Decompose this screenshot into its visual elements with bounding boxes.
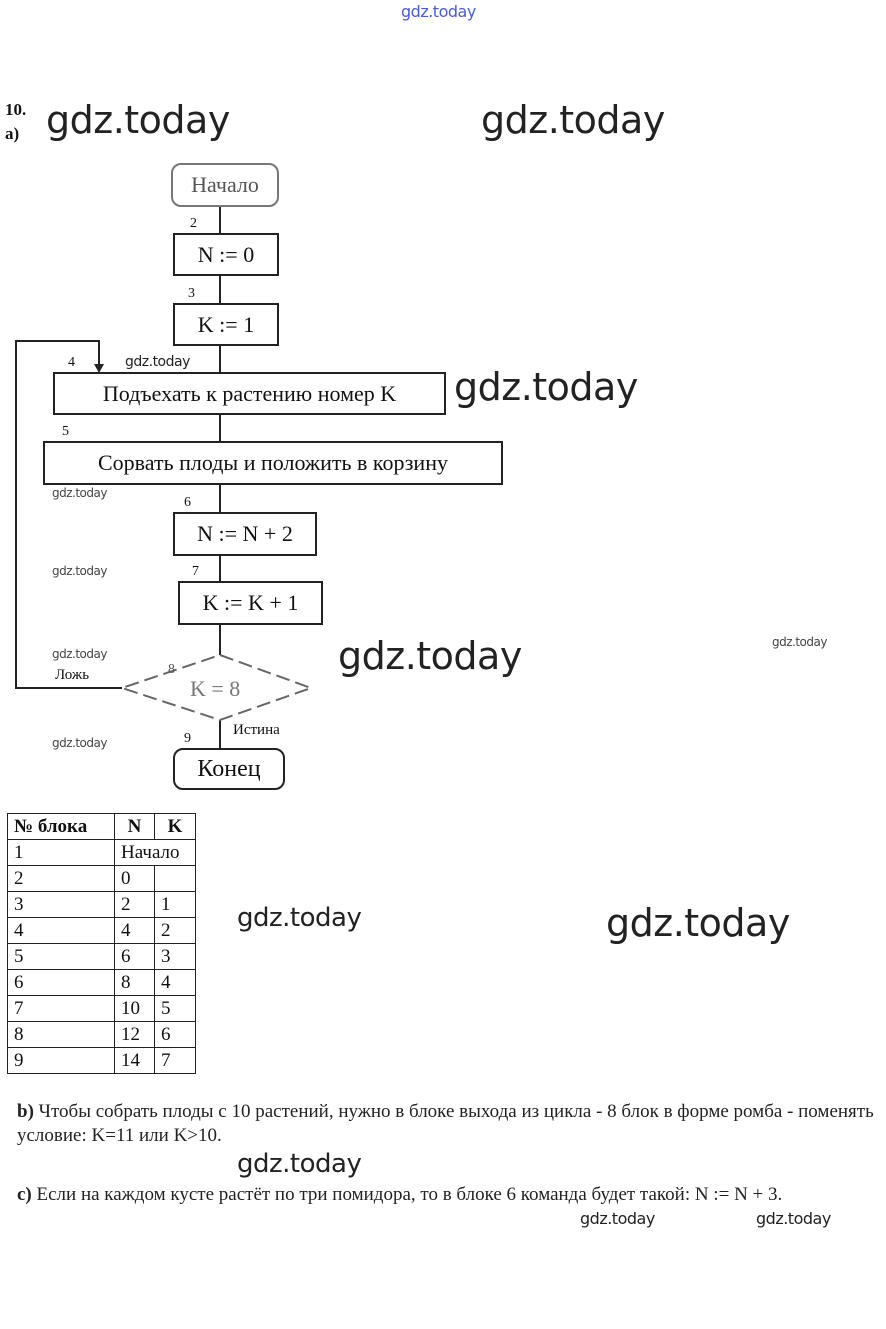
true-label: Истина (233, 722, 280, 738)
watermark: gdz.today (52, 486, 107, 500)
cell: 9 (7, 1047, 115, 1074)
table-row: 1 Начало (7, 839, 196, 866)
cell: 6 (7, 969, 115, 996)
answer-c-text: Если на каждом кусте растёт по три помид… (31, 1184, 783, 1205)
cell: 14 (114, 1047, 155, 1074)
block-number: 5 (62, 424, 69, 439)
header-k: K (154, 813, 196, 840)
cell: 8 (114, 969, 155, 996)
header-watermark: gdz.today (401, 2, 476, 21)
block-number: 4 (68, 355, 75, 370)
cell: 7 (7, 995, 115, 1022)
cell: 10 (114, 995, 155, 1022)
cell: 2 (154, 917, 196, 944)
block-number: 3 (188, 286, 195, 301)
watermark: gdz.today (52, 647, 107, 661)
watermark: gdz.today (580, 1209, 655, 1228)
block-5: Сорвать плоды и положить в корзину (43, 441, 503, 485)
block-number: 7 (192, 564, 199, 579)
cell: 2 (7, 865, 115, 892)
block-number: 6 (184, 495, 191, 510)
condition-diamond (118, 653, 314, 722)
false-label: Ложь (55, 667, 90, 683)
watermark: gdz.today (606, 901, 790, 945)
watermark: gdz.today (125, 354, 190, 370)
cell: 6 (154, 1021, 196, 1048)
cell: 1 (7, 839, 115, 866)
condition-text: K = 8 (190, 676, 241, 701)
answer-b-label: b) (17, 1101, 34, 1122)
cell: 4 (7, 917, 115, 944)
answer-c-label: c) (17, 1184, 32, 1205)
watermark: gdz.today (52, 564, 107, 578)
task-number: 10. (5, 100, 27, 119)
cell: 0 (114, 865, 155, 892)
cell: Начало (114, 839, 196, 866)
part-a-label: а) (5, 124, 20, 143)
cell: 8 (7, 1021, 115, 1048)
block-7: K := K + 1 (178, 581, 323, 625)
answer-b-text: Чтобы собрать плоды с 10 растений, нужно… (17, 1101, 874, 1146)
cell: 7 (154, 1047, 196, 1074)
block-number: 2 (190, 216, 197, 231)
watermark: gdz.today (481, 98, 665, 142)
answer-c: c) Если на каждом кусте растёт по три по… (17, 1183, 877, 1207)
block-2: N := 0 (173, 233, 279, 276)
watermark: gdz.today (772, 635, 827, 649)
cell: 3 (154, 943, 196, 970)
watermark: gdz.today (454, 365, 638, 409)
watermark: gdz.today (237, 903, 362, 933)
cell: 1 (154, 891, 196, 918)
start-block: Начало (171, 163, 279, 207)
cell: 4 (114, 917, 155, 944)
cell (154, 865, 196, 892)
cell: 4 (154, 969, 196, 996)
header-n: N (114, 813, 155, 840)
watermark: gdz.today (338, 634, 522, 678)
block-6: N := N + 2 (173, 512, 317, 556)
header-block: № блока (7, 813, 115, 840)
table-header-row: № блока N K (7, 813, 196, 840)
block-3: K := 1 (173, 303, 279, 346)
cell: 12 (114, 1021, 155, 1048)
block-number: 8 (168, 662, 175, 677)
block-4: Подъехать к растению номер K (53, 372, 446, 415)
cell: 5 (154, 995, 196, 1022)
watermark: gdz.today (46, 98, 230, 142)
answer-b: b) Чтобы собрать плоды с 10 растений, ну… (17, 1100, 877, 1148)
cell: 3 (7, 891, 115, 918)
watermark: gdz.today (52, 736, 107, 750)
cell: 2 (114, 891, 155, 918)
block-number: 9 (184, 731, 191, 746)
watermark: gdz.today (756, 1209, 831, 1228)
cell: 5 (7, 943, 115, 970)
cell: 6 (114, 943, 155, 970)
watermark: gdz.today (237, 1149, 362, 1179)
end-block: Конец (173, 748, 285, 790)
flowchart-connectors (15, 207, 314, 748)
